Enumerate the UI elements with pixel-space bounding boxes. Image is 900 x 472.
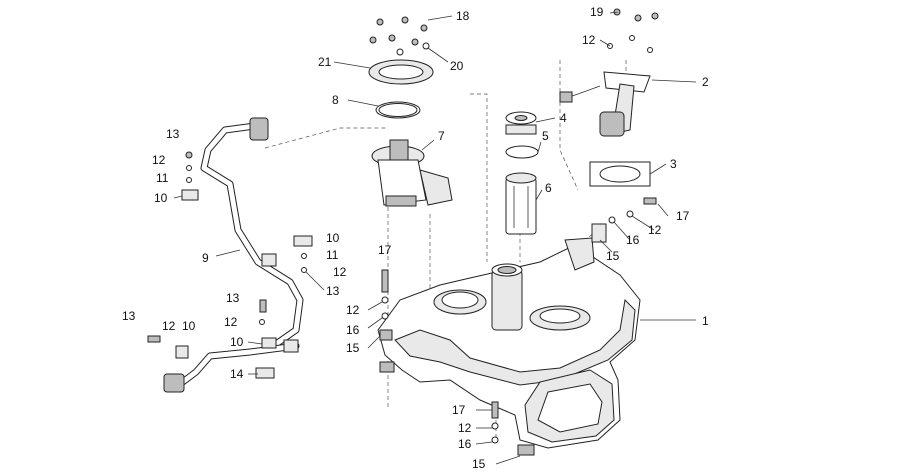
assembly-guide-lines bbox=[264, 60, 627, 440]
callout-11-b: 11 bbox=[326, 248, 339, 262]
callout-4: 4 bbox=[560, 111, 567, 125]
callout-10-c: 10 bbox=[182, 319, 196, 333]
callout-7: 7 bbox=[438, 129, 445, 143]
callout-15-b: 15 bbox=[606, 249, 620, 263]
callout-10-b: 10 bbox=[326, 231, 340, 245]
callout-11-a: 11 bbox=[156, 171, 169, 185]
callout-17-b: 17 bbox=[676, 209, 690, 223]
callout-12-h: 12 bbox=[458, 421, 472, 435]
leader-lines bbox=[173, 11, 697, 465]
fuel-hoses bbox=[163, 117, 304, 393]
callout-18: 18 bbox=[456, 9, 470, 23]
callout-12-a: 12 bbox=[152, 153, 166, 167]
callout-20: 20 bbox=[450, 59, 464, 73]
callout-8: 8 bbox=[332, 93, 339, 107]
callout-13-b: 13 bbox=[326, 284, 340, 298]
callout-21: 21 bbox=[318, 55, 332, 69]
callout-13-a: 13 bbox=[166, 127, 180, 141]
callout-13-c: 13 bbox=[226, 291, 240, 305]
callout-13-d: 13 bbox=[122, 309, 136, 323]
callout-1: 1 bbox=[702, 314, 709, 328]
callout-12-e: 12 bbox=[582, 33, 596, 47]
callout-3: 3 bbox=[670, 157, 677, 171]
callout-12-b: 12 bbox=[333, 265, 347, 279]
callout-10-a: 10 bbox=[154, 191, 168, 205]
callout-2: 2 bbox=[702, 75, 709, 89]
callout-12-g: 12 bbox=[346, 303, 360, 317]
callout-15-c: 15 bbox=[472, 457, 486, 471]
callout-6: 6 bbox=[545, 181, 552, 195]
callout-9: 9 bbox=[202, 251, 209, 265]
callout-16-a: 16 bbox=[346, 323, 360, 337]
callout-15-a: 15 bbox=[346, 341, 360, 355]
callout-17-a: 17 bbox=[378, 243, 392, 257]
callout-10-d: 10 bbox=[230, 335, 244, 349]
callout-5: 5 bbox=[542, 129, 549, 143]
callout-19: 19 bbox=[590, 5, 604, 19]
filler-neck-assembly bbox=[505, 111, 539, 235]
callout-12-c: 12 bbox=[224, 315, 238, 329]
callout-16-c: 16 bbox=[458, 437, 472, 451]
fuel-level-sender bbox=[559, 71, 651, 187]
callout-16-b: 16 bbox=[626, 233, 640, 247]
callout-17-c: 17 bbox=[452, 403, 466, 417]
fuel-pump-assembly bbox=[368, 59, 453, 207]
callout-12-d: 12 bbox=[162, 319, 176, 333]
fuel-tank bbox=[377, 237, 641, 456]
callout-12-f: 12 bbox=[648, 223, 662, 237]
hardware-fasteners bbox=[147, 8, 659, 444]
callout-labels: 1 2 3 4 5 6 7 8 9 10 10 10 10 11 11 12 1… bbox=[122, 5, 709, 471]
callout-14: 14 bbox=[230, 367, 244, 381]
